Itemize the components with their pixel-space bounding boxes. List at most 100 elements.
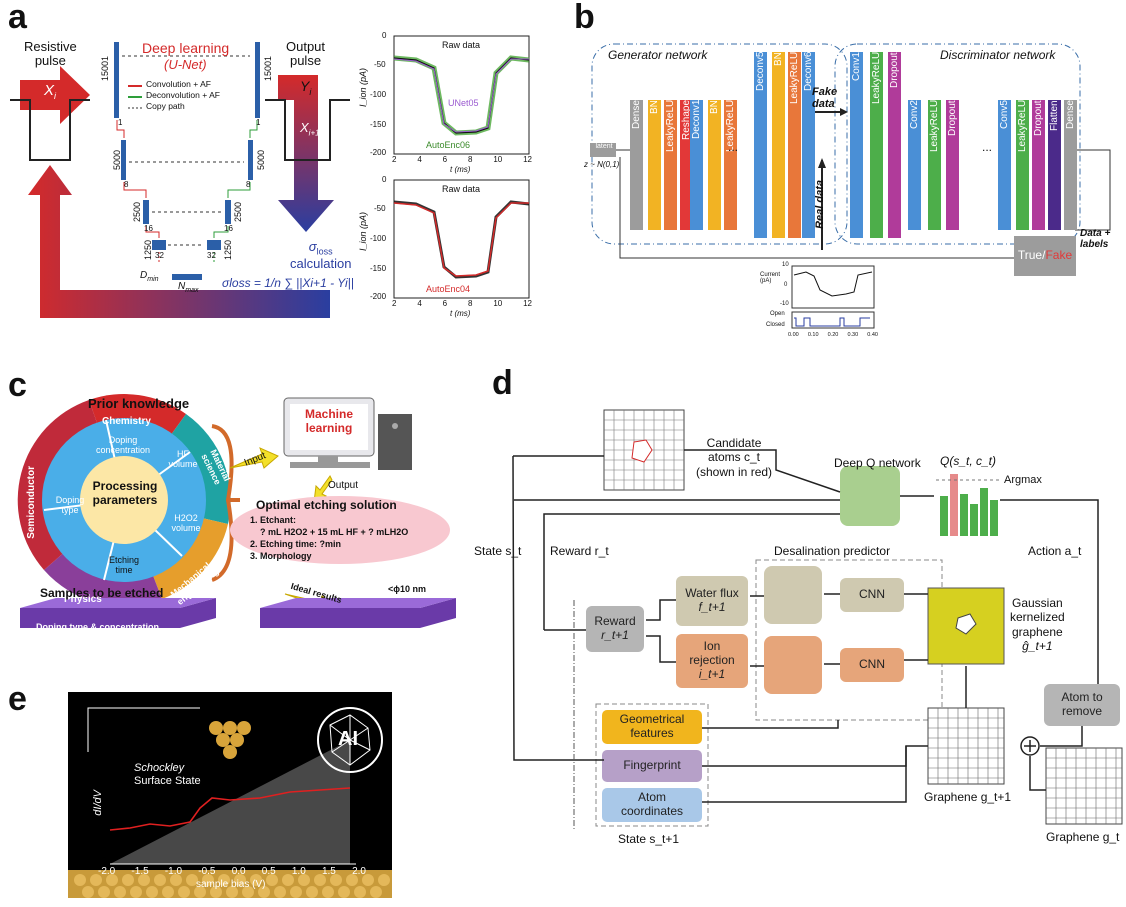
reward-rt-label: Reward r_t <box>550 544 609 558</box>
size-2500-right: 2500 <box>233 202 243 223</box>
disc-ellipsis: ... <box>982 140 993 154</box>
plot-a1-ytick: -50 <box>374 60 386 69</box>
mini-current-label: Current (pA) <box>760 272 781 284</box>
size-8-left: 8 <box>124 180 129 189</box>
plot-a2-ytick: -50 <box>374 204 386 213</box>
layer-leakyrelu: LeakyReLU <box>724 100 737 230</box>
panel-a: a <box>0 0 540 330</box>
size-16-left: 16 <box>144 224 153 233</box>
optimal-solution: 1. Etchant: ? mL H2O2 + 15 mL HF + ? mLH… <box>250 515 409 561</box>
mini-closed: Closed <box>766 322 785 328</box>
data-labels: Data +labels <box>1080 228 1111 250</box>
cnn-box-1: CNN <box>859 587 885 602</box>
plot-a1-ytick: -200 <box>370 148 387 157</box>
size-8-right: 8 <box>246 180 251 189</box>
true-fake-box: True/Fake <box>1017 248 1073 262</box>
mini-open: Open <box>770 311 785 317</box>
panel-label-d: d <box>492 364 513 402</box>
layer-deconv5: Deconv5 <box>754 52 767 238</box>
prior-knowledge: Prior knowledge <box>88 396 190 411</box>
size-1-right: 1 <box>256 118 261 127</box>
size-32-left: 32 <box>155 251 164 260</box>
mini-ytick: -10 <box>780 301 789 307</box>
plot-a2-ylabel: I_ion (pA) <box>358 212 368 252</box>
layer-dropout: Dropout <box>946 100 959 230</box>
plot-a2-ytick: -100 <box>370 234 387 243</box>
real-data-label: Real data <box>814 180 826 229</box>
inner-doping-conc: Doping concentration <box>96 435 151 455</box>
dqn-label: Deep Q network <box>834 456 921 470</box>
phi-label: <ϕ10 nm <box>388 584 427 594</box>
layer-leakyrelu: LeakyReLU <box>928 100 941 230</box>
panel-label-a: a <box>8 0 27 36</box>
plot-a1-unet: UNet05 <box>448 98 479 108</box>
output-arrow <box>278 75 334 232</box>
mini-ytick: 10 <box>782 262 789 268</box>
ring-semiconductor: Semiconductor <box>26 466 37 539</box>
plot-a2-ytick: 0 <box>382 175 387 184</box>
xi1-label: Xi+1 <box>300 120 320 138</box>
layer-bn: BN <box>772 52 785 238</box>
fingerprint-box: Fingerprint <box>623 758 681 773</box>
layer-leakyrelu: LeakyReLU <box>1016 100 1029 230</box>
size-16-right: 16 <box>224 224 233 233</box>
panel-label-c: c <box>8 366 27 404</box>
e-ylabel: dI/dV <box>92 790 104 816</box>
dmin-label: Dmin <box>140 270 159 283</box>
panel-d: d <box>474 364 1126 907</box>
plot-a1-ytick: 0 <box>382 31 387 40</box>
state-label: State s_t <box>474 544 522 558</box>
graphene-next-label: Graphene g_t+1 <box>924 790 1012 804</box>
ring-chemistry: Chemistry <box>102 416 151 427</box>
size-15001-left: 15001 <box>100 56 110 82</box>
size-5000-left: 5000 <box>112 150 122 171</box>
plot-a1-ylabel: I_ion (pA) <box>358 68 368 108</box>
cnn-box-2: CNN <box>859 657 885 672</box>
latent-dist: z ~ N(0,1) <box>584 160 620 169</box>
plot-a1: Raw data UNet05 AutoEnc06 I_ion (pA) 0 -… <box>356 28 536 176</box>
action-label: Action a_t <box>1028 544 1082 558</box>
mini-ytick: 0 <box>784 282 788 288</box>
loss-formula: σloss = 1/n ∑ ||Xi+1 - Yi|| <box>222 276 354 290</box>
latent-box-label: latent <box>595 143 613 150</box>
inner-hf: HF volume <box>168 449 198 469</box>
layer-deconv1: Deconv1 <box>690 100 703 230</box>
unet-label: (U-Net) <box>164 57 207 72</box>
feedback-arrow <box>28 165 330 318</box>
layer-bn: BN <box>648 100 661 230</box>
panel-label-b: b <box>574 0 595 36</box>
deep-learning-title: Deep learning <box>142 40 230 56</box>
e-xlabel: sample bias (V) <box>196 879 266 890</box>
layer-bn: BN <box>708 100 721 230</box>
sigma-loss-label: σloss calculation <box>290 239 352 272</box>
plot-a2-ytick: -150 <box>370 264 387 273</box>
output-label: Output <box>328 480 359 491</box>
layer-leakyrelu: LeakyReLU <box>788 52 801 238</box>
state-next-label: State s_t+1 <box>618 832 680 846</box>
panel-b: b Generator network Discriminator networ… <box>570 0 1126 350</box>
layer-leakyrelu: LeakyReLU <box>870 52 883 238</box>
layer-dropout: Dropout <box>888 52 901 238</box>
layer-dropout: Dropout <box>1032 100 1045 230</box>
plot-a2-xlabel: t (ms) <box>450 309 471 318</box>
yi-label: Yi <box>300 78 312 97</box>
inner-etching: Etching time <box>108 555 140 575</box>
discriminator-title: Discriminator network <box>940 48 1056 62</box>
plot-a2: Raw data AutoEnc04 I_ion (pA) 0 -50 -100… <box>356 172 536 320</box>
